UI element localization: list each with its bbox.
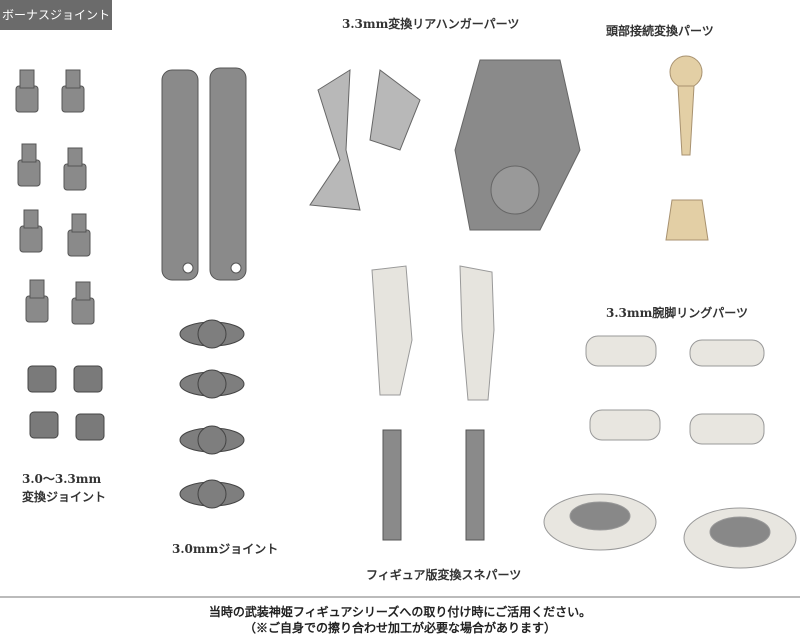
peg-parts (15, 69, 95, 325)
conv-joint-label-2: 変換ジョイント (22, 490, 107, 504)
joint-30-label: 3.0mmジョイント (172, 542, 279, 556)
rear-hanger-parts (309, 59, 581, 231)
footer-note: 当時の武装神姫フィギュアシリーズへの取り付け時にご活用ください。 （※ご自身での… (0, 604, 800, 636)
section-tag: ボーナスジョイントパーツ (0, 0, 112, 52)
head-joint-parts (665, 55, 709, 241)
ring-parts (543, 335, 797, 569)
shin-parts-label: フィギュア版変換スネパーツ (366, 568, 522, 582)
long-joint-arms (161, 67, 247, 281)
parts-illustration (15, 55, 797, 569)
joints-30mm (179, 319, 245, 509)
ring-parts-label: 3.3mm腕脚リングパーツ (606, 306, 749, 320)
head-joint-label: 頭部接続変換パーツ (606, 24, 714, 38)
shin-parts (371, 265, 495, 401)
rear-hanger-label: 3.3mm変換リアハンガーパーツ (342, 17, 520, 31)
shin-pins (382, 429, 485, 541)
conversion-joints (27, 365, 105, 441)
divider (0, 596, 800, 598)
conv-joint-label-1: 3.0～3.3mm (22, 472, 102, 486)
footer-line-1: 当時の武装神姫フィギュアシリーズへの取り付け時にご活用ください。 (208, 605, 592, 619)
footer-line-2: （※ご自身での擦り合わせ加工が必要な場合があります） (243, 621, 556, 635)
